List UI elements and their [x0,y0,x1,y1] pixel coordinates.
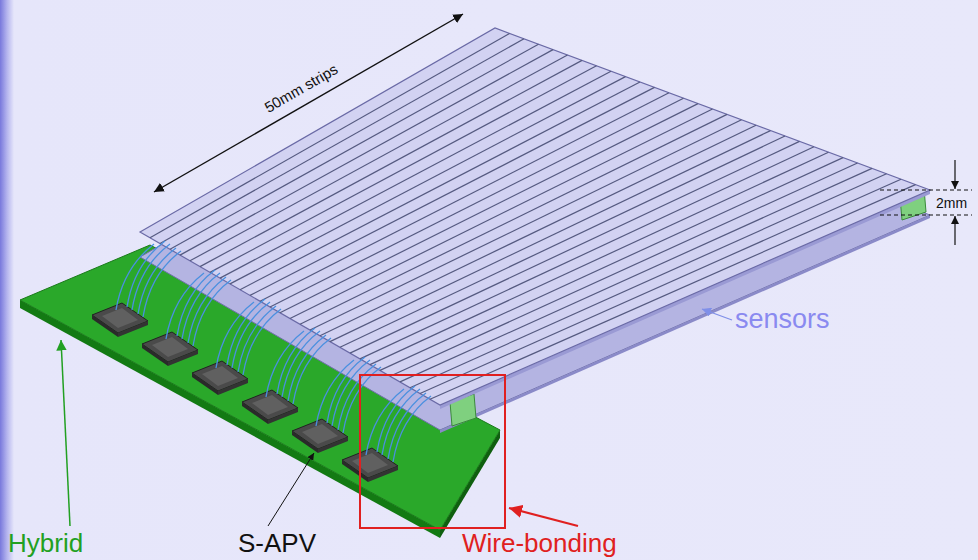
leader-arrow [509,508,578,526]
dimension-arrow [154,14,463,192]
part-label: sensors [735,306,830,333]
leader-arrow [61,340,70,526]
dimension-label: 50mm strips [261,61,339,115]
part-label: S-APV [238,530,316,556]
dimension-label: 2mm [936,196,967,210]
thickness-dimension [880,160,972,245]
callout-box [360,375,505,528]
strip-lines [150,33,916,399]
part-label: Wire-bonding [462,530,617,556]
leader-line [268,453,314,526]
s-apv-chips [92,241,431,482]
upper-sensor [140,28,930,409]
part-label: Hybrid [8,530,83,556]
leader-arrow [702,309,732,320]
